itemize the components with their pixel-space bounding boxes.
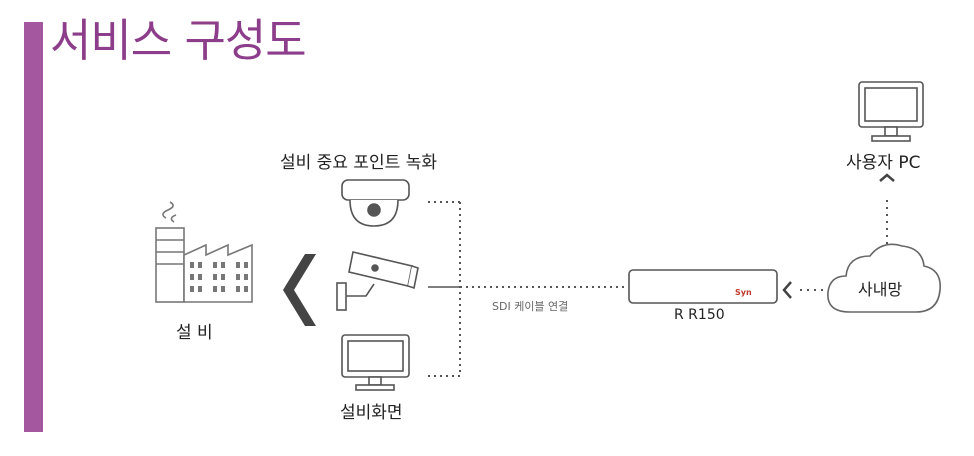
connection-lines (428, 200, 888, 377)
facility-screen-label: 설비화면 (340, 403, 403, 423)
key-point-recording-label: 설비 중요 포인트 녹화 (280, 153, 437, 173)
desktop-pc-icon (858, 81, 924, 142)
user-pc-label: 사용자 PC (846, 153, 921, 173)
recorder-device-icon (628, 269, 778, 304)
intranet-label: 사내망 (858, 280, 903, 299)
cloud-icon (827, 243, 941, 313)
monitor-icon (341, 334, 410, 391)
facility-label: 설 비 (176, 323, 213, 343)
cable-label: SDI 케이블 연결 (492, 300, 569, 313)
device-logo: Syn (735, 288, 752, 297)
chevron-left-icon (283, 254, 316, 326)
cctv-camera-icon (336, 251, 419, 311)
title-accent-bar (24, 22, 43, 432)
page-title: 서비스 구성도 (50, 14, 307, 67)
dome-camera-icon (341, 179, 410, 227)
chevron-left-icon (782, 281, 792, 299)
chevron-up-icon (879, 173, 895, 182)
device-model-label: R R150 (674, 307, 725, 323)
factory-icon (155, 201, 253, 303)
